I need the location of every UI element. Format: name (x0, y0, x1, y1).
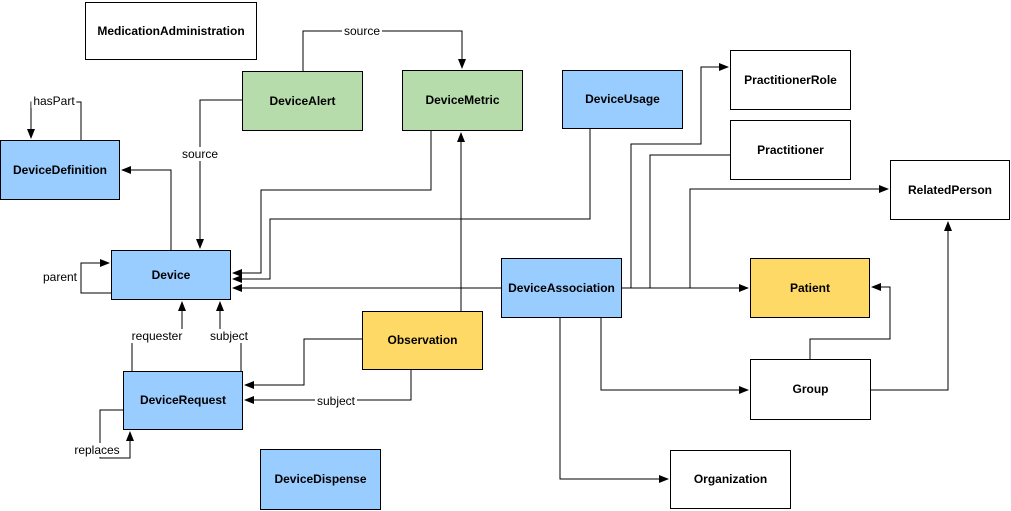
edge-label-subject: subject (207, 329, 251, 343)
edge-label-requester: requester (129, 329, 185, 343)
node-Device[interactable]: Device (111, 250, 231, 300)
node-label: DeviceUsage (585, 92, 660, 107)
edge-Observation-to-DeviceRequest (244, 370, 412, 404)
edge-DeviceAssociation-to-RelatedPerson (689, 185, 889, 288)
node-label: PractitionerRole (744, 72, 837, 87)
edge-label-parent: parent (40, 270, 80, 284)
edge-DeviceAssociation-to-PractitionerRole (630, 63, 729, 288)
edge-label-subject: subject (314, 394, 358, 408)
node-label: Practitioner (757, 142, 824, 157)
node-DeviceDefinition[interactable]: DeviceDefinition (0, 140, 120, 200)
edge-Device-to-DeviceDefinition (121, 166, 172, 250)
node-DeviceRequest[interactable]: DeviceRequest (123, 371, 243, 430)
edge-DeviceAlert-to-Device (196, 99, 242, 249)
node-Patient[interactable]: Patient (750, 258, 870, 318)
edge-Group-to-RelatedPerson (871, 221, 952, 391)
node-label: DeviceDispense (274, 472, 367, 487)
node-label: Device (151, 267, 191, 282)
node-Group[interactable]: Group (750, 359, 871, 420)
node-label: Group (792, 382, 829, 397)
edge-DeviceMetric-to-Device (232, 131, 432, 277)
node-label: DeviceDefinition (12, 162, 108, 177)
node-label: Observation (387, 333, 458, 348)
edge-DeviceAssociation-to-Practitioner (649, 154, 730, 288)
edge-DeviceAssociation-to-Organization (559, 318, 669, 483)
node-label: DeviceAlert (269, 93, 336, 108)
node-Observation[interactable]: Observation (362, 311, 483, 370)
node-Organization[interactable]: Organization (670, 450, 791, 509)
edge-label-source: source (341, 24, 383, 38)
node-RelatedPerson[interactable]: RelatedPerson (890, 160, 1010, 220)
edge-DeviceRequest-to-DeviceRequest (99, 409, 134, 459)
node-DeviceAssociation[interactable]: DeviceAssociation (501, 258, 622, 318)
node-Practitioner[interactable]: Practitioner (730, 120, 851, 180)
edge-Device-to-Device (80, 259, 111, 294)
node-PractitionerRole[interactable]: PractitionerRole (730, 50, 851, 110)
edge-DeviceAssociation-to-Group (600, 318, 749, 394)
node-label: DeviceMetric (425, 93, 500, 108)
node-label: RelatedPerson (907, 182, 993, 197)
edge-label-source: source (179, 147, 221, 161)
node-DeviceMetric[interactable]: DeviceMetric (402, 70, 523, 131)
node-label: DeviceAssociation (508, 280, 615, 295)
node-DeviceDispense[interactable]: DeviceDispense (260, 449, 381, 510)
node-label: Patient (789, 280, 830, 295)
edge-label-replaces: replaces (72, 443, 122, 457)
node-DeviceAlert[interactable]: DeviceAlert (242, 71, 363, 131)
edge-DeviceUsage-to-Device (232, 129, 591, 283)
edge-Group-to-Patient (809, 283, 891, 359)
node-label: Organization (693, 472, 768, 487)
edge-Observation-to-DeviceRequest (244, 338, 362, 389)
node-MedicationAdministration[interactable]: MedicationAdministration (85, 2, 257, 60)
node-label: DeviceRequest (139, 393, 227, 408)
node-DeviceUsage[interactable]: DeviceUsage (562, 70, 683, 129)
node-label: MedicationAdministration (97, 23, 245, 38)
edge-label-hasPart: hasPart (31, 94, 77, 108)
edge-DeviceAlert-to-DeviceMetric (302, 30, 466, 71)
